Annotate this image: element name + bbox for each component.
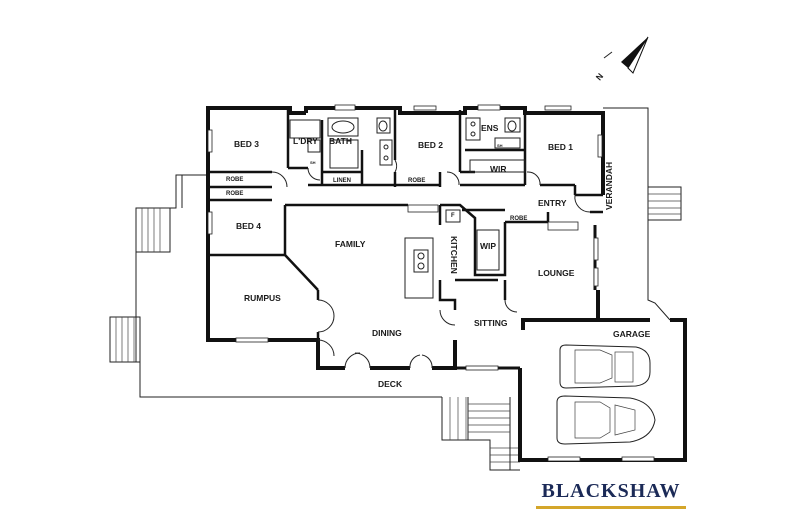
label-lounge: LOUNGE bbox=[538, 268, 575, 278]
interior-walls bbox=[208, 110, 603, 365]
label-fridge: F bbox=[451, 213, 455, 219]
label-verandah: VERANDAH bbox=[604, 162, 614, 210]
label-family: FAMILY bbox=[335, 239, 366, 249]
label-robe-entry: ROBE bbox=[510, 216, 527, 222]
label-bath: BATH bbox=[329, 136, 352, 146]
label-bed3: BED 3 bbox=[234, 139, 259, 149]
fixtures bbox=[289, 117, 526, 299]
label-bed1: BED 1 bbox=[548, 142, 573, 152]
label-robe-bed2: ROBE bbox=[408, 178, 425, 184]
label-bed4: BED 4 bbox=[236, 221, 261, 231]
label-wir: WIR bbox=[490, 164, 507, 174]
car-icon bbox=[556, 344, 656, 445]
compass-icon: N bbox=[594, 36, 649, 82]
doors bbox=[271, 159, 591, 369]
label-ens: ENS bbox=[481, 123, 499, 133]
label-bed2: BED 2 bbox=[418, 140, 443, 150]
label-ldry: L'DRY bbox=[293, 136, 318, 146]
label-rumpus: RUMPUS bbox=[244, 293, 281, 303]
room-labels: BED 3 L'DRY BATH BED 2 ENS BED 1 WIR LIN… bbox=[226, 123, 651, 389]
label-sitting: SITTING bbox=[474, 318, 508, 328]
brand-logo: BLACKSHAW bbox=[541, 480, 681, 502]
label-wip: WIP bbox=[480, 241, 496, 251]
label-entry: ENTRY bbox=[538, 198, 567, 208]
label-robe-bed3: ROBE bbox=[226, 177, 243, 183]
label-kitchen: KITCHEN bbox=[449, 236, 459, 274]
label-dining: DINING bbox=[372, 328, 402, 338]
exterior-walls bbox=[206, 106, 687, 462]
windows bbox=[207, 104, 655, 462]
label-robe-bed4: ROBE bbox=[226, 191, 243, 197]
compass-north-label: N bbox=[594, 71, 606, 82]
brand-accent-bar bbox=[536, 506, 686, 509]
label-linen: LINEN bbox=[333, 178, 351, 184]
label-shower-bath: SH bbox=[310, 160, 316, 165]
label-deck: DECK bbox=[378, 379, 403, 389]
label-garage: GARAGE bbox=[613, 329, 651, 339]
deck-outline bbox=[109, 107, 682, 471]
label-shower-ens: SH bbox=[497, 143, 503, 148]
